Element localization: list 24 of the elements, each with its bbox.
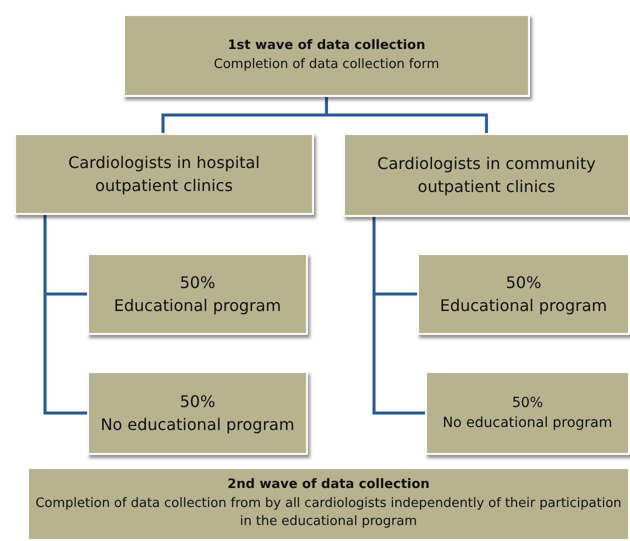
- box-text: Completion of data collection from by all cardiologists independently of their participation in the educational program: [35, 494, 622, 532]
- box-text: Educational program: [114, 295, 282, 317]
- process-box: [87, 371, 308, 455]
- connector-line: [44, 215, 87, 414]
- box-text: Completion of data collection form: [214, 56, 440, 74]
- process-box: [417, 253, 630, 335]
- process-box: [14, 133, 314, 215]
- box-heading: 2nd wave of data collection: [227, 476, 430, 494]
- process-box: [27, 467, 630, 541]
- process-box: [425, 371, 630, 455]
- box-text: 50%: [180, 390, 216, 413]
- box-text: Cardiologists in hospital outpatient clinics: [67, 152, 261, 197]
- process-box: [343, 133, 630, 217]
- box-text: No educational program: [442, 414, 612, 433]
- process-box: [87, 253, 308, 335]
- connector-line: [372, 217, 425, 414]
- box-text: No educational program: [100, 414, 294, 436]
- box-text: Educational program: [440, 295, 608, 317]
- process-box: [123, 14, 530, 97]
- box-text: 50%: [180, 272, 216, 294]
- box-text: 50%: [512, 394, 544, 413]
- box-heading: 1st wave of data collection: [228, 36, 426, 55]
- box-text: Cardiologists in community outpatient clinics: [376, 152, 597, 198]
- box-text: 50%: [506, 272, 542, 294]
